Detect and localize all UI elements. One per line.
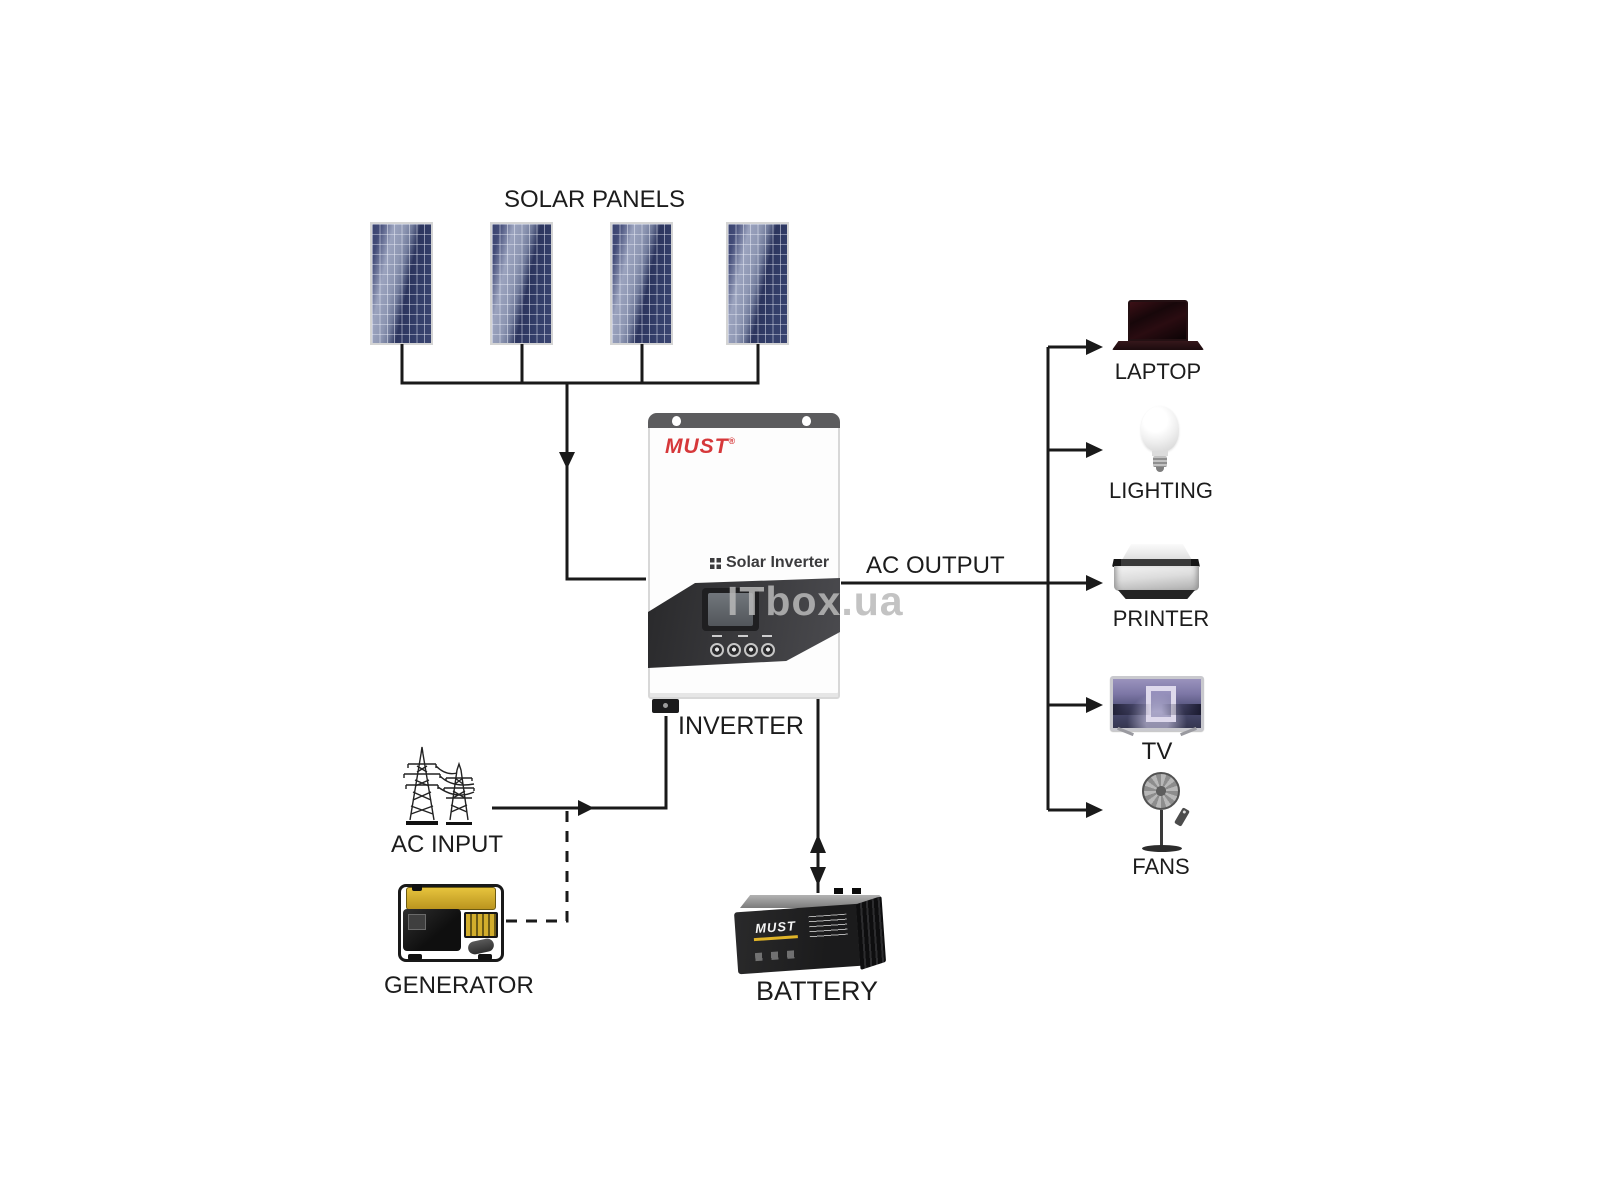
battery-spec-text — [808, 913, 849, 941]
inverter-mounting-strip — [648, 413, 840, 428]
laptop-screen — [1128, 300, 1188, 341]
solar-panel-leads — [400, 344, 760, 385]
fan-base — [1142, 845, 1182, 852]
inverter-button — [761, 643, 775, 657]
arrow-battery-down — [810, 867, 826, 886]
fan-pole — [1160, 810, 1163, 846]
mounting-hole-icon — [802, 416, 811, 426]
button-label-mark — [762, 635, 772, 637]
transmission-towers-icon — [403, 746, 475, 825]
generator-frame — [398, 884, 504, 962]
arrow-ac-input — [578, 800, 594, 816]
fan-head — [1142, 772, 1180, 810]
registered-mark: ® — [728, 436, 737, 446]
arrow-laptop — [1086, 339, 1103, 355]
generator-vent-grille — [464, 912, 498, 938]
battery-side-face — [855, 895, 887, 971]
pedestal-fan-icon — [1138, 772, 1190, 854]
inverter-lcd-display — [702, 588, 759, 631]
laptop-icon — [1108, 300, 1208, 358]
device-label-lighting: LIGHTING — [1109, 478, 1213, 503]
arrow-down-to-inverter — [559, 452, 575, 469]
battery-yellow-stripe — [753, 935, 798, 942]
inverter-button — [744, 643, 758, 657]
solar-to-inverter-line — [565, 383, 646, 581]
button-label-mark — [738, 635, 748, 637]
solar-panels-title: SOLAR PANELS — [504, 186, 685, 213]
battery-front-face: MUST — [733, 903, 865, 975]
bulb-glass — [1141, 406, 1179, 452]
bulb-screw-base — [1153, 456, 1167, 467]
product-logo-row: Solar Inverter — [710, 554, 829, 572]
fan-remote — [1174, 807, 1190, 827]
tv-screen-skyline — [1113, 704, 1201, 715]
bulb-tip — [1156, 467, 1164, 472]
generator-outlet-panel — [408, 914, 426, 930]
tv-screen — [1113, 679, 1201, 728]
battery-icon: MUST — [733, 886, 888, 982]
generator-foot — [408, 954, 422, 960]
button-label-mark — [712, 635, 722, 637]
product-name: Solar Inverter — [726, 554, 830, 571]
arrow-tv — [1086, 697, 1103, 713]
printer-lid — [1122, 544, 1192, 560]
device-label-fans: FANS — [1132, 854, 1190, 879]
inverter-unit: MUST® Solar Inverter — [648, 413, 840, 713]
inverter-button — [727, 643, 741, 657]
generator-foot — [478, 954, 492, 960]
tv-icon — [1110, 676, 1204, 740]
device-label-printer: PRINTER — [1112, 606, 1210, 631]
branch-lines — [1048, 345, 1086, 812]
solar-grid-icon — [710, 557, 721, 569]
generator-dashed-line — [506, 809, 569, 923]
generator-icon — [398, 884, 504, 962]
watermark: ITbox.ua — [727, 578, 904, 624]
light-bulb-icon — [1136, 406, 1184, 476]
generator-label: GENERATOR — [384, 972, 534, 999]
printer-body — [1114, 566, 1199, 591]
battery-terminal — [834, 888, 843, 894]
inverter-bottom-connector — [652, 699, 679, 713]
arrow-lighting — [1086, 442, 1103, 458]
printer-front-edge — [1112, 559, 1200, 567]
mounting-hole-icon — [672, 416, 681, 426]
device-label-laptop: LAPTOP — [1114, 359, 1202, 384]
solar-panel-icon — [610, 222, 673, 345]
inverter-label: INVERTER — [678, 712, 804, 740]
brand-text: MUST — [665, 435, 729, 458]
device-label-tv: TV — [1141, 738, 1173, 765]
arrow-battery-up — [810, 834, 826, 853]
ac-output-label: AC OUTPUT — [866, 552, 1005, 579]
printer-base — [1118, 590, 1195, 599]
inverter-button — [710, 643, 724, 657]
ac-input-label: AC INPUT — [391, 831, 504, 858]
bulb-neck — [1152, 451, 1168, 456]
battery-terminal — [852, 888, 861, 894]
solar-panel-icon — [726, 222, 789, 345]
generator-fuel-cap — [412, 884, 422, 891]
arrow-fans — [1086, 802, 1103, 818]
battery-cert-marks — [754, 949, 802, 962]
laptop-base — [1112, 341, 1204, 350]
battery-brand-logo: MUST — [754, 918, 797, 937]
arrow-printer — [1086, 575, 1103, 591]
ac-input-line — [492, 716, 668, 810]
battery-label: BATTERY — [756, 976, 879, 1006]
inverter-brand-logo: MUST® — [665, 435, 736, 459]
printer-icon — [1112, 543, 1202, 603]
